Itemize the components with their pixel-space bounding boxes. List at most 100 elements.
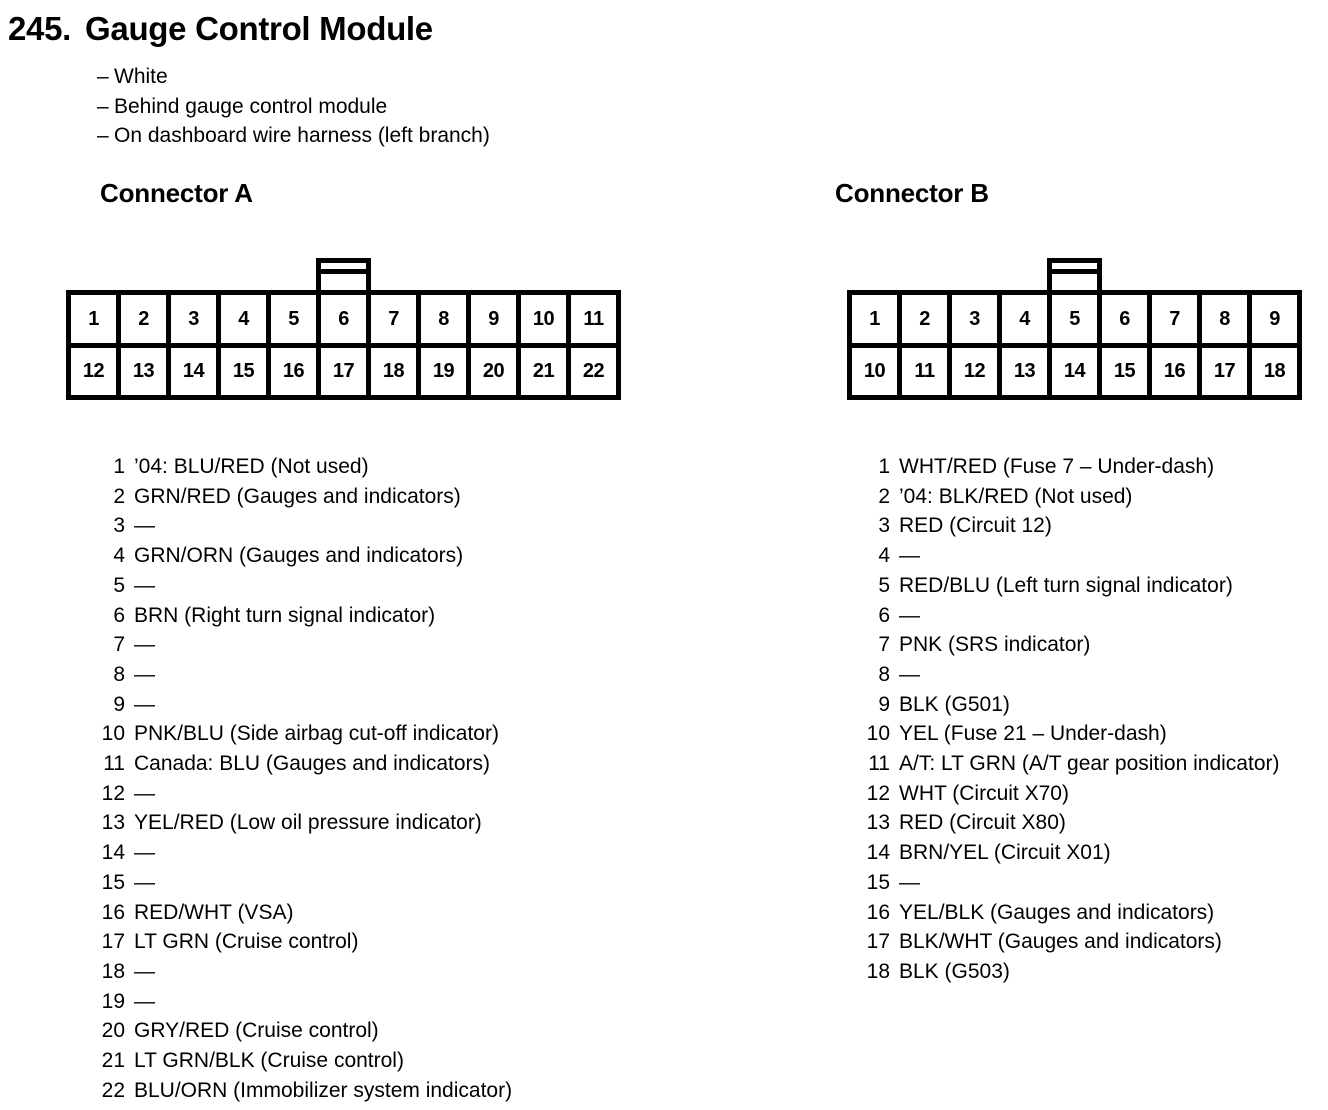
pin-number: 4 (878, 544, 890, 568)
pin-cell-4[interactable]: 4 (221, 295, 266, 343)
pin-description: BLK (G503) (899, 959, 1010, 983)
page-title-number: 245. (8, 10, 72, 47)
pin-cell-18[interactable]: 18 (1252, 347, 1297, 395)
pin-cell-3[interactable]: 3 (952, 295, 997, 343)
pin-description: RED/BLU (Left turn signal indicator) (899, 573, 1233, 597)
pin-cell-12[interactable]: 12 (952, 347, 997, 395)
pin-cell-15[interactable]: 15 (221, 347, 266, 395)
pin-list-item: 5 RED/BLU (Left turn signal indicator) (862, 571, 1279, 601)
pin-number: 14 (101, 841, 125, 865)
pin-number: 12 (866, 781, 890, 805)
pin-cell-8[interactable]: 8 (421, 295, 466, 343)
pin-cell-1[interactable]: 1 (71, 295, 116, 343)
pin-cell-14[interactable]: 14 (1052, 347, 1097, 395)
pin-cell-2[interactable]: 2 (121, 295, 166, 343)
pin-number: 2 (878, 484, 890, 508)
pin-cell-21[interactable]: 21 (521, 347, 566, 395)
pin-number: 15 (866, 870, 890, 894)
pin-cell-17[interactable]: 17 (321, 347, 366, 395)
pin-number: 13 (101, 811, 125, 835)
pin-cell-6[interactable]: 6 (321, 295, 366, 343)
connector-a-heading: Connector A (100, 178, 253, 208)
pin-cell-22[interactable]: 22 (571, 347, 616, 395)
pin-list-item: 5— (97, 571, 512, 601)
pin-cell-11[interactable]: 11 (571, 295, 616, 343)
pin-list-item: 12— (97, 779, 512, 809)
description-bullet-text: White (114, 65, 168, 88)
pin-number: 2 (113, 484, 125, 508)
pin-list-item: 19— (97, 987, 512, 1017)
pin-number: 17 (101, 930, 125, 954)
pin-cell-8[interactable]: 8 (1202, 295, 1247, 343)
pin-list-item: 3— (97, 511, 512, 541)
pin-cell-18[interactable]: 18 (371, 347, 416, 395)
pin-cell-9[interactable]: 9 (471, 295, 516, 343)
pin-cell-20[interactable]: 20 (471, 347, 516, 395)
pin-description: WHT (Circuit X70) (899, 781, 1069, 805)
pin-description: YEL/RED (Low oil pressure indicator) (134, 811, 482, 835)
description-bullet-text: Behind gauge control module (114, 94, 388, 118)
pin-description: YEL/BLK (Gauges and indicators) (899, 900, 1215, 924)
pin-description: — (134, 989, 155, 1013)
pin-number: 8 (113, 662, 125, 686)
pin-list-item: 18— (97, 957, 512, 987)
pin-cell-17[interactable]: 17 (1202, 347, 1247, 395)
pin-description: PNK (SRS indicator) (899, 633, 1091, 657)
pin-number: 3 (878, 514, 890, 538)
pin-number: 1 (113, 455, 125, 478)
pin-list-item: 14— (97, 838, 512, 868)
connector-a-latch-tab (316, 258, 371, 292)
pin-cell-7[interactable]: 7 (1152, 295, 1197, 343)
pin-cell-7[interactable]: 7 (371, 295, 416, 343)
pin-cell-13[interactable]: 13 (121, 347, 166, 395)
pin-cell-11[interactable]: 11 (902, 347, 947, 395)
pin-cell-4[interactable]: 4 (1002, 295, 1047, 343)
pin-cell-10[interactable]: 10 (852, 347, 897, 395)
pin-description: — (899, 544, 920, 568)
pin-cell-16[interactable]: 16 (1152, 347, 1197, 395)
description-bullet: –Behind gauge control module (97, 92, 797, 122)
pin-description: Canada: BLU (Gauges and indicators) (134, 752, 491, 776)
pin-cell-16[interactable]: 16 (271, 347, 316, 395)
pin-cell-1[interactable]: 1 (852, 295, 897, 343)
pin-description: PNK/BLU (Side airbag cut-off indicator) (134, 722, 499, 746)
description-bullet: –White (97, 62, 797, 92)
description-bullet-text: On dashboard wire harness (left branch) (114, 124, 490, 147)
pin-number: 3 (113, 514, 125, 538)
pin-number: 5 (113, 573, 125, 597)
pin-number: 5 (878, 573, 890, 597)
pin-cell-10[interactable]: 10 (521, 295, 566, 343)
pin-description: — (134, 573, 155, 597)
pin-cell-15[interactable]: 15 (1102, 347, 1147, 395)
pin-cell-19[interactable]: 19 (421, 347, 466, 395)
pin-cell-14[interactable]: 14 (171, 347, 216, 395)
pin-cell-5[interactable]: 5 (1052, 295, 1097, 343)
pin-description: — (134, 781, 155, 805)
pin-cell-2[interactable]: 2 (902, 295, 947, 343)
pin-cell-13[interactable]: 13 (1002, 347, 1047, 395)
pin-cell-5[interactable]: 5 (271, 295, 316, 343)
pin-description: — (134, 870, 155, 894)
pin-cell-3[interactable]: 3 (171, 295, 216, 343)
pin-cell-12[interactable]: 12 (71, 347, 116, 395)
pin-cell-6[interactable]: 6 (1102, 295, 1147, 343)
pin-cell-9[interactable]: 9 (1252, 295, 1297, 343)
